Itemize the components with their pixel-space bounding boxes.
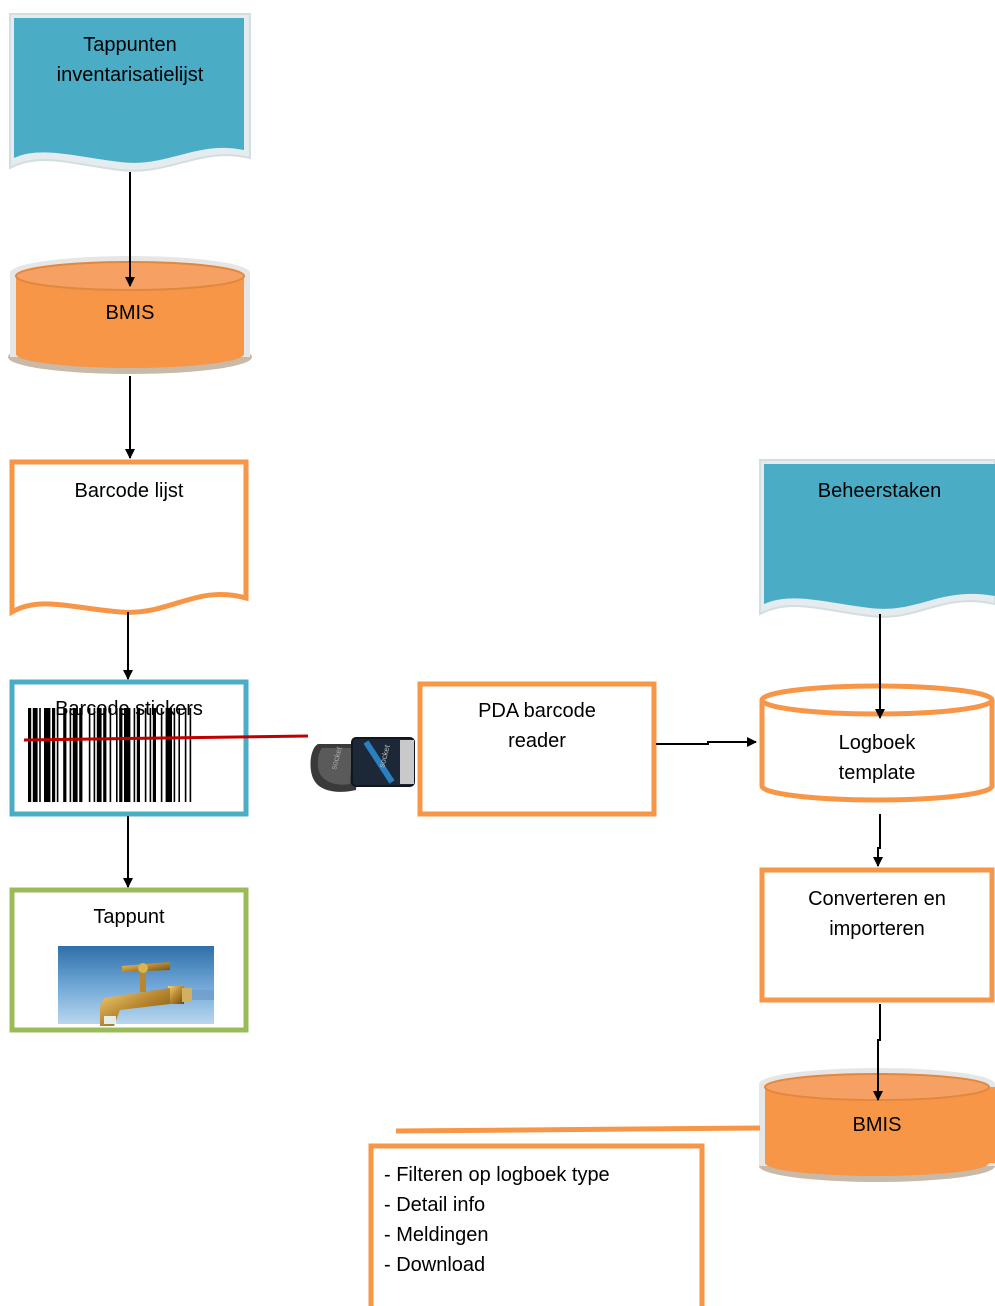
notes-item: - Filteren op logboek type — [384, 1164, 610, 1186]
barcode-scanner-icon: socket socket — [310, 737, 415, 792]
barcode-bar — [69, 708, 72, 802]
logboek-template-label-line2: template — [838, 762, 916, 783]
barcode-bar — [88, 708, 91, 802]
converteren-label-line1: Converteren en — [808, 888, 946, 910]
converteren-box — [759, 867, 995, 1003]
arrow-logboek-to-converteren — [873, 814, 883, 867]
barcode-stickers-label: Barcode stickers — [55, 698, 203, 720]
bmis-top-label: BMIS — [105, 302, 155, 324]
barcode-bar — [184, 708, 187, 802]
tappunten-document-shape — [9, 13, 251, 172]
barcode-lijst-label: Barcode lijst — [74, 480, 184, 502]
barcode-bar — [149, 708, 152, 802]
barcode-bar — [44, 708, 51, 802]
notes-item: - Meldingen — [384, 1224, 489, 1246]
barcode-bar — [189, 708, 192, 802]
barcode-bar — [165, 708, 172, 802]
barcode-bar — [93, 708, 96, 802]
barcode-bar — [56, 708, 59, 802]
logboek-template-label-line1: Logboek — [838, 732, 916, 754]
barcode-bar — [136, 708, 140, 802]
barcode-bar — [72, 708, 78, 802]
barcode-bar — [178, 708, 180, 802]
barcode-bar — [109, 708, 112, 802]
arrow-pda-to-logboek — [656, 737, 757, 747]
logboek-template-cylinder — [759, 683, 995, 803]
pda-reader-box — [417, 681, 657, 817]
barcode-bar — [119, 708, 123, 802]
barcode-bar — [152, 708, 156, 802]
barcode-bar — [144, 708, 147, 802]
pda-reader-label-line2: reader — [508, 730, 566, 752]
notes-item: - Detail info — [384, 1194, 486, 1216]
barcode-bar — [133, 708, 136, 802]
barcode-bar — [173, 708, 176, 802]
barcode-bar — [52, 708, 56, 802]
tappunten-label-line2: inventarisatielijst — [56, 64, 204, 86]
scan-line — [23, 734, 309, 742]
bmis-top-cylinder — [8, 256, 252, 374]
barcode-lijst-document-shape — [9, 459, 249, 617]
barcode-bar — [124, 708, 131, 802]
water-tap-icon — [58, 946, 214, 1026]
barcode-bar — [39, 708, 41, 802]
barcode-bar — [160, 708, 163, 802]
tappunten-label-line1: Tappunten — [83, 34, 177, 56]
barcode-bar — [79, 708, 83, 802]
barcode-bar — [32, 708, 38, 802]
tappunt-label: Tappunt — [93, 906, 165, 928]
barcode-bar — [116, 708, 118, 802]
notes-list: - Filteren op logboek type - Detail info… — [384, 1160, 610, 1280]
converteren-label-line2: importeren — [829, 918, 925, 940]
barcode-bar — [103, 708, 107, 802]
barcode-icon — [28, 708, 192, 802]
barcode-bar — [96, 708, 102, 802]
beheerstaken-label: Beheerstaken — [817, 480, 942, 502]
arrow-converteren-to-bmis — [873, 1004, 883, 1101]
notes-connector-line — [395, 1125, 761, 1134]
barcode-bar — [63, 708, 67, 802]
notes-item: - Download — [384, 1254, 486, 1276]
beheerstaken-document-shape — [759, 459, 995, 618]
barcode-bar — [28, 708, 32, 802]
pda-reader-label-line1: PDA barcode — [478, 700, 596, 722]
bmis-bottom-label: BMIS — [852, 1114, 902, 1136]
notes-box — [368, 1143, 705, 1306]
